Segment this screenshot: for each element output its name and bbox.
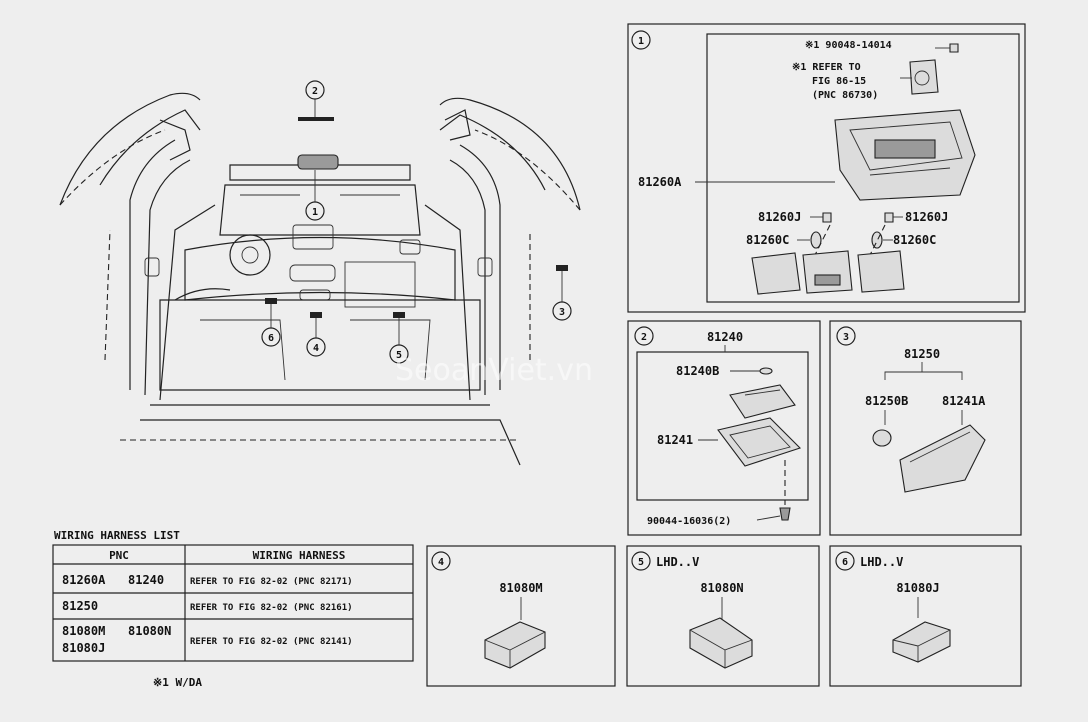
interior-overview-illustration: 2 1 6 4 5 3 (59, 80, 581, 466)
part-81260C-left-label: 81260C (746, 233, 789, 247)
part-81260J-right-label: 81260J (905, 210, 948, 224)
row2-ref: REFER TO FIG 82-02 (PNC 82161) (190, 603, 353, 613)
panel-2-number: 2 (641, 332, 647, 343)
part-81260C-right-label: 81260C (893, 233, 936, 247)
wiring-harness-list: WIRING HARNESS LIST PNC WIRING HARNESS 8… (52, 529, 414, 689)
part-81260A-label: 81260A (638, 175, 682, 189)
harness-col-pnc: PNC (109, 549, 129, 562)
panel-2-map-lamp: 2 81240 81240B 81241 90044-16036(2) (627, 320, 821, 536)
panel-6-connector: 6 LHD..V 81080J (829, 545, 1022, 687)
connector-6-mark (265, 298, 277, 304)
overhead-console-mark (297, 154, 339, 170)
row3-pnc-a: 81080M (62, 624, 105, 638)
row1-pnc-a: 81260A (62, 573, 106, 587)
part-81250B-label: 81250B (865, 394, 908, 408)
panel-5-connector: 5 LHD..V 81080N (626, 545, 820, 687)
panel-1-overhead-console: 1 ※1 90048-14014 ※1 REFER TO FIG 86-15 (… (627, 23, 1026, 313)
row3-pnc-b: 81080N (128, 624, 171, 638)
row1-pnc-b: 81240 (128, 573, 164, 587)
panel-5-number: 5 (638, 557, 644, 568)
part-81241-label: 81241 (657, 433, 693, 447)
harness-title: WIRING HARNESS LIST (54, 529, 180, 542)
panel-3-room-lamp: 3 81250 81250B 81241A (829, 320, 1022, 536)
callout-2-circle (305, 80, 325, 100)
part-81260J-left-label: 81260J (758, 210, 801, 224)
panel-6-number: 6 (842, 557, 848, 568)
row2-pnc-a: 81250 (62, 599, 98, 613)
callout-3-label: 3 (559, 307, 565, 318)
callout-4-circle (306, 337, 326, 357)
note-refer-line1: ※1 REFER TO (792, 62, 861, 73)
part-81241A-label: 81241A (942, 394, 986, 408)
row1-ref: REFER TO FIG 82-02 (PNC 82171) (190, 577, 353, 587)
harness-footnote: ※1 W/DA (153, 676, 202, 689)
part-81080M-label: 81080M (499, 581, 542, 595)
row3-pnc-c: 81080J (62, 641, 105, 655)
part-screw-label: 90044-16036(2) (647, 516, 731, 527)
callout-4-label: 4 (313, 343, 319, 354)
callout-6-label: 6 (268, 333, 274, 344)
map-lamp-mark (298, 117, 334, 121)
panel-4-connector: 4 81080M (426, 545, 616, 687)
harness-col-harness: WIRING HARNESS (253, 549, 346, 562)
part-81080J-label: 81080J (896, 581, 939, 595)
part-81240-label: 81240 (707, 330, 743, 344)
note-refer-line3: (PNC 86730) (812, 90, 878, 101)
callout-1-label: 1 (312, 207, 318, 218)
callout-5-circle (389, 344, 409, 364)
panel-3-number: 3 (843, 332, 849, 343)
connector-4-mark (310, 312, 322, 318)
callout-3-circle (552, 301, 572, 321)
part-81240B-label: 81240B (676, 364, 719, 378)
row3-ref: REFER TO FIG 82-02 (PNC 82141) (190, 637, 353, 647)
panel-6-tag: LHD..V (860, 555, 903, 569)
panel-4-number: 4 (438, 557, 444, 568)
callout-1-circle (305, 201, 325, 221)
connector-5-mark (393, 312, 405, 318)
connector-3-mark (556, 265, 568, 271)
watermark: SeoanViet.vn (395, 353, 593, 388)
note-refer-line2: FIG 86-15 (812, 76, 866, 87)
note-bolt-label: ※1 90048-14014 (805, 40, 892, 51)
part-81250-label: 81250 (904, 347, 940, 361)
callout-5-label: 5 (396, 350, 402, 361)
panel-5-tag: LHD..V (656, 555, 699, 569)
callout-6-circle (261, 327, 281, 347)
part-81080N-label: 81080N (700, 581, 743, 595)
callout-2-label: 2 (312, 86, 318, 97)
panel-1-number: 1 (638, 36, 644, 47)
